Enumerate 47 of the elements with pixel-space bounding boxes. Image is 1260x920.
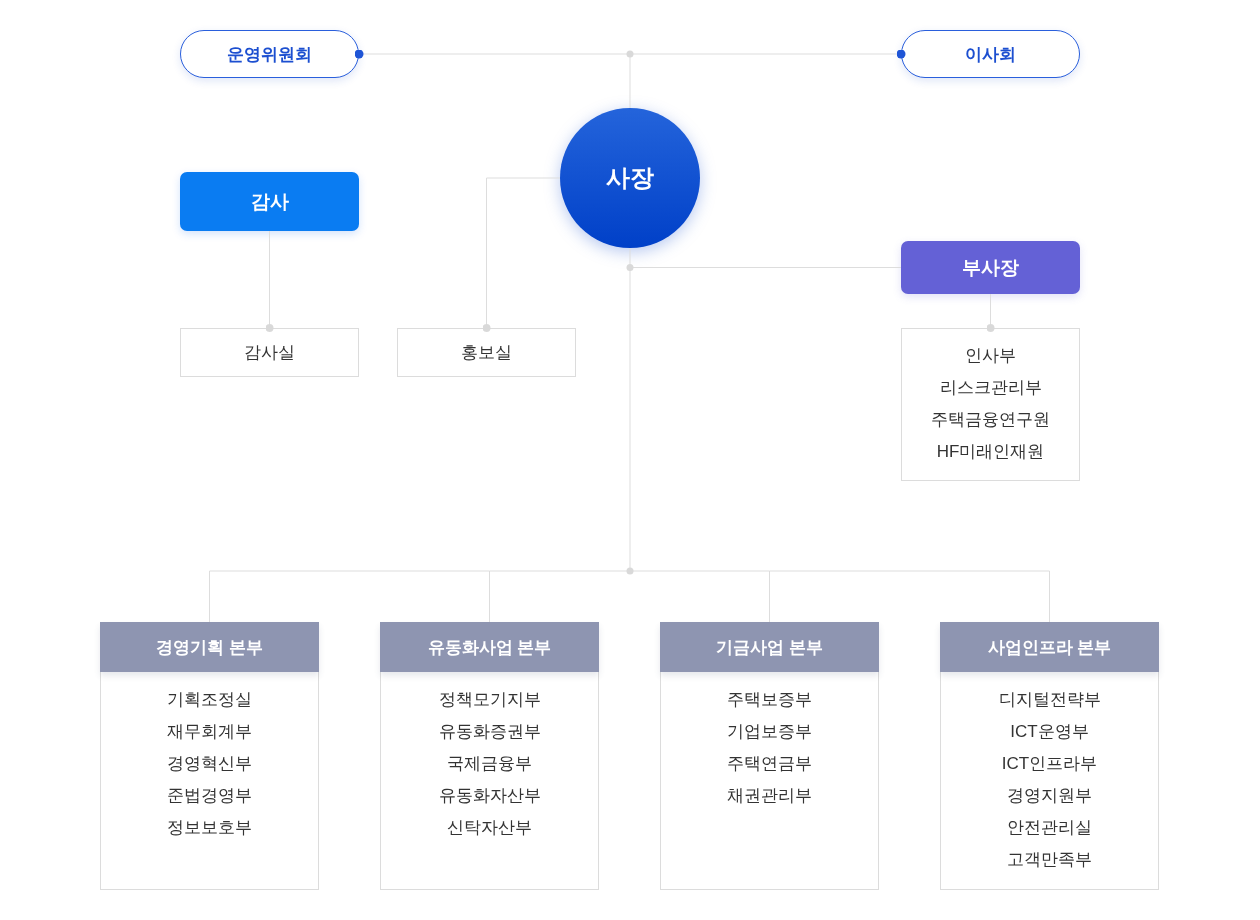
department-name: 기획조정실 xyxy=(167,689,252,711)
division-header: 사업인프라 본부 xyxy=(940,622,1159,672)
department-name: ICT인프라부 xyxy=(1001,753,1098,775)
pill-box: 운영위원회 xyxy=(180,30,359,78)
department-name: 국제금융부 xyxy=(447,753,532,775)
connector-line xyxy=(489,570,490,623)
department-name: 재무회계부 xyxy=(167,721,252,743)
department-name: 주택연금부 xyxy=(727,753,812,775)
connector-line xyxy=(482,177,561,332)
department-name: 준법경영부 xyxy=(167,785,252,807)
department-name: HF미래인재원 xyxy=(936,441,1045,463)
division-box xyxy=(380,622,599,890)
division-header: 유동화사업 본부 xyxy=(380,622,599,672)
department-name: 유동화자산부 xyxy=(438,785,541,807)
department-name: 정책모기지부 xyxy=(438,689,541,711)
department-name: 주택보증부 xyxy=(727,689,812,711)
role-box: 부사장 xyxy=(901,241,1080,294)
department-name: 주택금융연구원 xyxy=(931,409,1050,431)
department-name: 신탁자산부 xyxy=(447,817,532,839)
pill-box: 이사회 xyxy=(901,30,1080,78)
department-name: 채권관리부 xyxy=(727,785,812,807)
department-name: 유동화증권부 xyxy=(438,721,541,743)
department-name: 기업보증부 xyxy=(727,721,812,743)
connector-line xyxy=(769,570,770,623)
office-box: 감사실 xyxy=(180,328,359,377)
division-box xyxy=(100,622,319,890)
department-name: 고객만족부 xyxy=(1007,849,1092,871)
department-name: 경영혁신부 xyxy=(167,753,252,775)
division-header: 기금사업 본부 xyxy=(660,622,879,672)
department-name: 디지털전략부 xyxy=(998,689,1101,711)
connector-line xyxy=(209,570,490,623)
connector-line xyxy=(265,230,274,332)
department-name: 정보보호부 xyxy=(167,817,252,839)
department-name: ICT운영부 xyxy=(1010,721,1089,743)
department-name: 경영지원부 xyxy=(1007,785,1092,807)
department-list-box xyxy=(901,328,1080,481)
department-name: 인사부 xyxy=(965,345,1016,367)
division-box xyxy=(660,622,879,890)
department-name: 리스크관리부 xyxy=(939,377,1042,399)
role-box: 감사 xyxy=(180,172,359,231)
division-box xyxy=(940,622,1159,890)
circle-node: 사장 xyxy=(560,108,700,248)
department-name: 안전관리실 xyxy=(1007,817,1092,839)
division-header: 경영기획 본부 xyxy=(100,622,319,672)
connector-line xyxy=(986,293,995,332)
office-box: 홍보실 xyxy=(397,328,576,377)
connector-line xyxy=(769,570,1050,623)
